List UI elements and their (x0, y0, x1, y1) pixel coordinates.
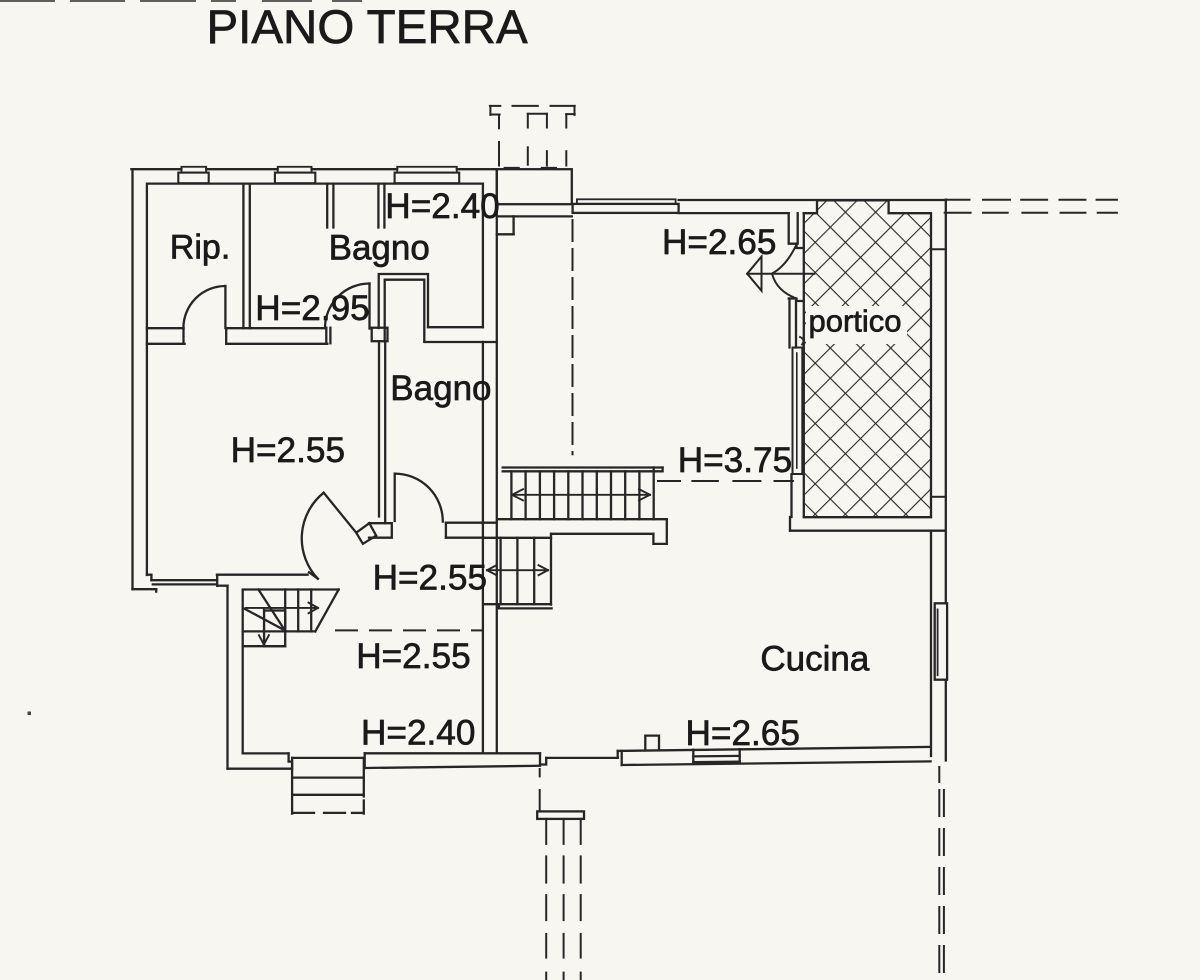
svg-text:H=2.55: H=2.55 (231, 431, 345, 470)
svg-text:H=2.55: H=2.55 (373, 558, 487, 597)
svg-text:Bagno: Bagno (390, 369, 491, 408)
svg-text:H=2.40: H=2.40 (361, 714, 475, 753)
svg-text:Bagno: Bagno (329, 229, 430, 268)
svg-text:H=2.65: H=2.65 (686, 714, 800, 753)
svg-text:H=2.65: H=2.65 (662, 223, 776, 262)
svg-text:Cucina: Cucina (760, 639, 869, 678)
svg-text:H=3.75: H=3.75 (678, 441, 792, 480)
svg-text:H=2.55: H=2.55 (356, 637, 470, 676)
svg-text:portico: portico (809, 303, 902, 338)
svg-text:Rip.: Rip. (170, 229, 230, 267)
svg-text:H=2.95: H=2.95 (255, 289, 369, 328)
svg-text:H=2.40: H=2.40 (385, 187, 499, 226)
svg-text:PIANO TERRA: PIANO TERRA (207, 1, 528, 54)
